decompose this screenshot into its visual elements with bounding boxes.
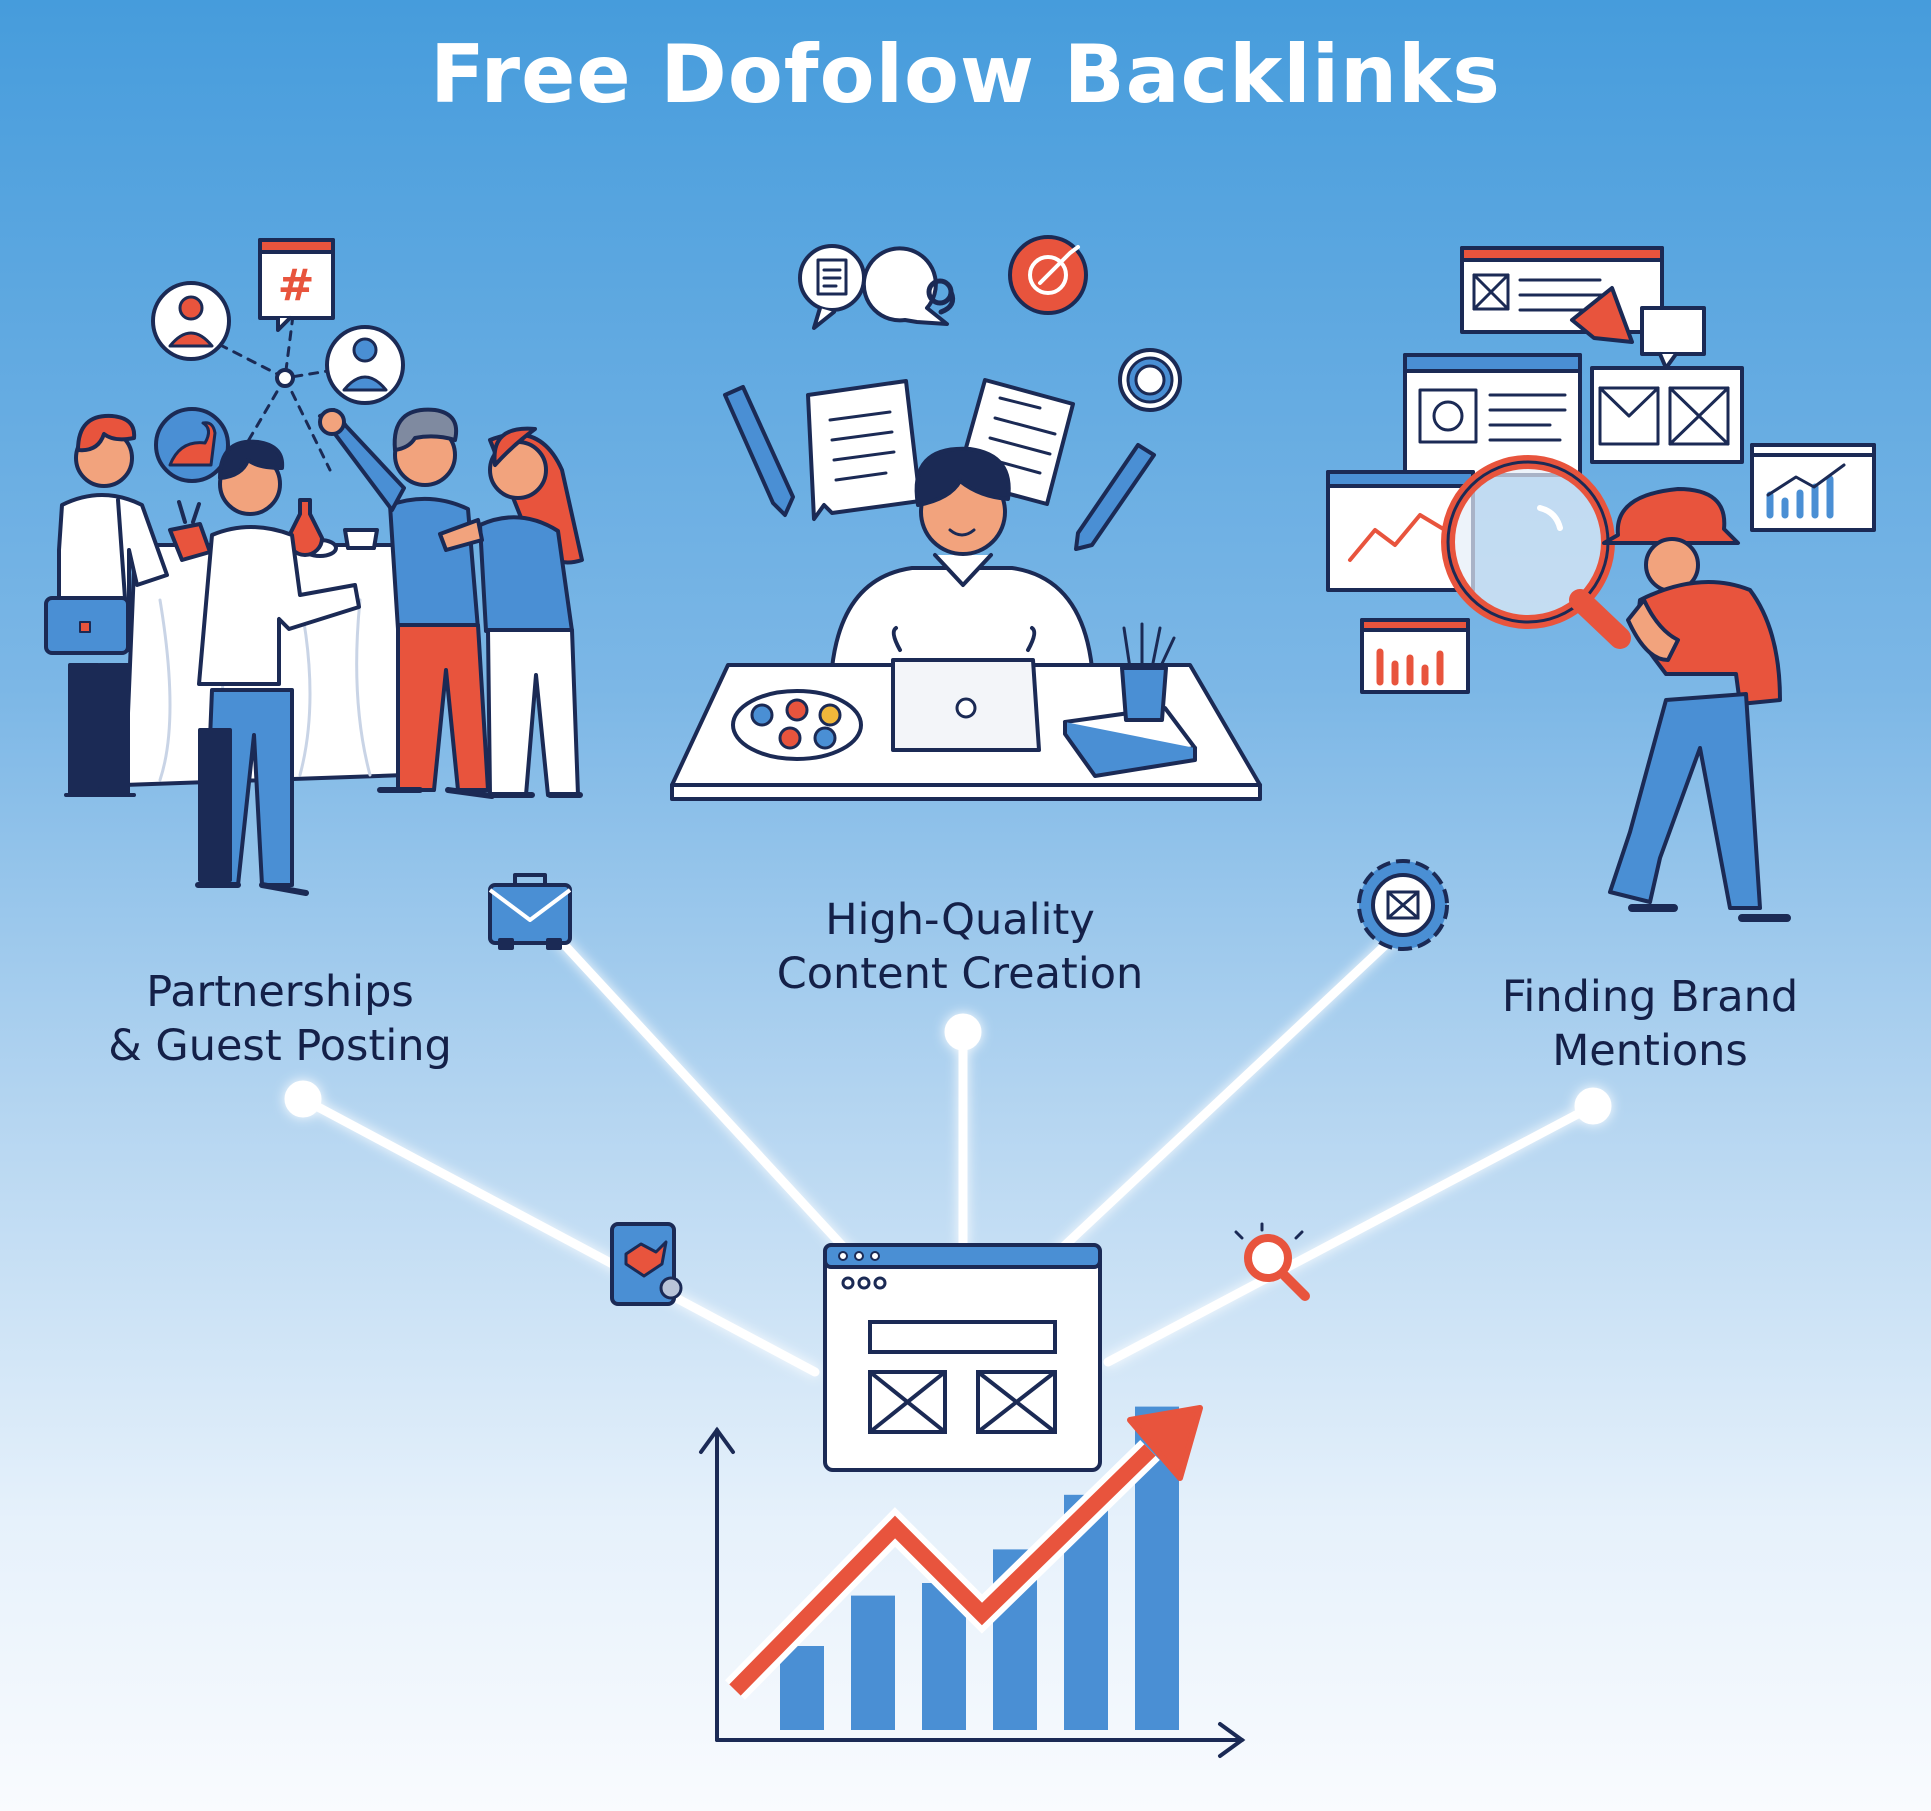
target-icon: [1008, 235, 1088, 315]
writer-person: [830, 446, 1094, 670]
palette-icon: [731, 689, 863, 761]
map-pin-icon: [610, 1222, 683, 1306]
growth-bar: [780, 1646, 824, 1730]
toy-icon: [154, 407, 230, 483]
document-icon: [798, 244, 866, 330]
megaphone-icon: [1570, 286, 1706, 370]
avatar-icon: [325, 325, 405, 405]
chart-axes: [699, 1426, 1246, 1758]
growth-bar: [851, 1595, 895, 1730]
label-partnerships-guest-posting: Partnerships & Guest Posting: [60, 965, 500, 1073]
magnifier-icon: [1441, 455, 1631, 649]
browser-window-icon: [1403, 353, 1582, 477]
person-woman: [438, 426, 584, 798]
hashtag-post-icon: #: [258, 238, 335, 332]
connector-gear: [1055, 931, 1400, 1255]
paper-sheet: [806, 379, 922, 521]
ring-icon: [1118, 348, 1182, 412]
connector-node-mid: [944, 1013, 982, 1051]
person-waving: [318, 407, 495, 799]
gear-icon: [1357, 859, 1449, 951]
label-brand-mentions: Finding Brand Mentions: [1430, 970, 1870, 1078]
person-with-bag: [44, 413, 212, 797]
connector-node-right: [1574, 1087, 1612, 1125]
briefcase-icon: [488, 873, 572, 950]
connector-lines: [284, 931, 1612, 1377]
pencil-cup-icon: [1120, 622, 1176, 722]
cup-icon: [343, 528, 379, 550]
brand-mentions-scene: [1326, 246, 1876, 922]
label-line: Finding Brand: [1501, 972, 1799, 1022]
svg-text:#: #: [278, 260, 315, 311]
growth-chart: [699, 1405, 1246, 1758]
browser-window-icon: [1460, 246, 1664, 334]
chart-window-icon: [1360, 618, 1470, 694]
researcher-person: [1602, 487, 1791, 922]
pen-icon: [1074, 443, 1156, 551]
person-white-shirt: [195, 439, 361, 896]
connector-node-left: [284, 1080, 322, 1118]
connector-briefcase: [555, 935, 865, 1270]
at-sign-icon: [861, 246, 956, 326]
label-line: High-Quality: [825, 895, 1095, 945]
search-icon: [1234, 1222, 1310, 1301]
growth-arrow-head: [1127, 1405, 1203, 1481]
networking-scene: #: [44, 238, 584, 896]
label-line: Partnerships: [146, 967, 414, 1017]
connector-brand-mentions: [1103, 1101, 1598, 1367]
books-icon: [1063, 706, 1197, 778]
pen-icon: [723, 385, 795, 517]
label-line: & Guest Posting: [108, 1021, 452, 1071]
browser-window-icon: [823, 1243, 1102, 1472]
avatar-icon: [151, 281, 231, 361]
label-line: Mentions: [1552, 1026, 1748, 1076]
label-content-creation: High-Quality Content Creation: [740, 893, 1180, 1001]
label-line: Content Creation: [776, 949, 1144, 999]
connector-partnerships: [298, 1094, 820, 1377]
laptop-icon: [891, 626, 1041, 752]
chart-window-icon: [1750, 443, 1876, 532]
content-creation-scene: [670, 235, 1262, 801]
browser-window-icon: [1590, 366, 1744, 464]
network-graph: [189, 298, 367, 472]
page-title: Free Dofolow Backlinks: [430, 28, 1501, 121]
